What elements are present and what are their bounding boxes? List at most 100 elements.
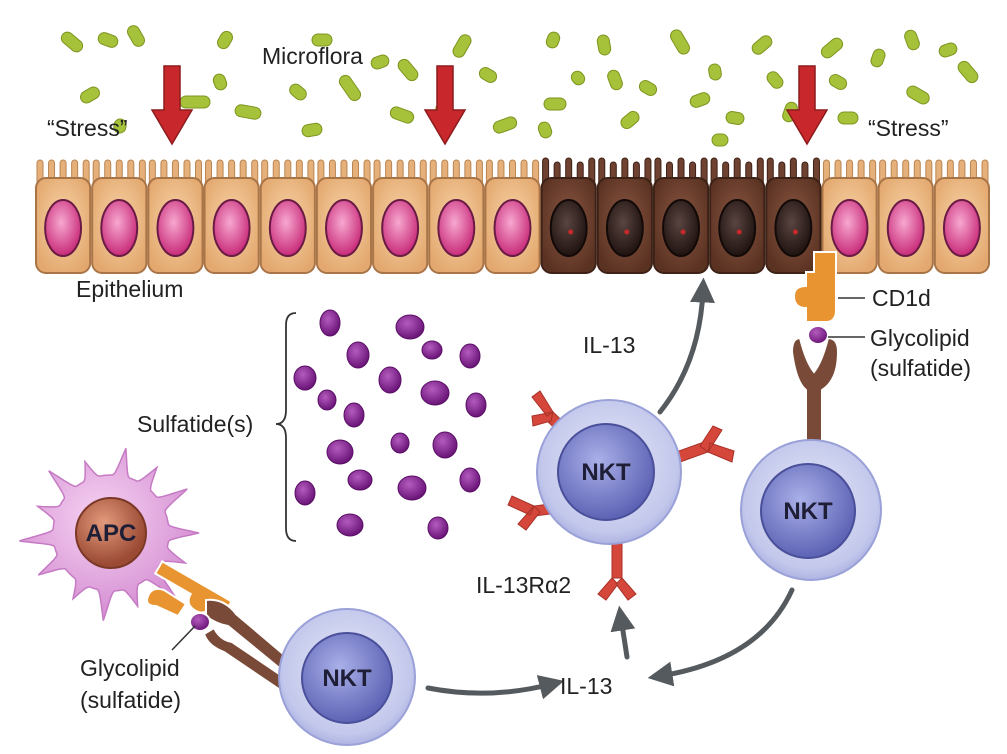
- cell-nucleus: [100, 199, 139, 257]
- bacterium: [97, 32, 119, 48]
- sulfatide-molecules: [293, 309, 487, 540]
- microflora-label: Microflora: [262, 43, 363, 69]
- bacterium: [638, 80, 658, 96]
- epithelial-cell: [259, 159, 316, 274]
- cell-nucleus: [886, 199, 925, 257]
- curved-arrow-icon: [610, 605, 636, 660]
- nkt-bottom-label: NKT: [322, 665, 372, 692]
- apc-cell: APC: [19, 448, 200, 621]
- cell-nucleus: [437, 199, 476, 257]
- epithelial-cell: [372, 159, 429, 274]
- cell-nucleus: [718, 199, 757, 257]
- sulfatide-molecule: [395, 314, 425, 340]
- sulfatide-molecule: [317, 389, 337, 411]
- il13ra2-label: IL-13Rα2: [476, 572, 571, 598]
- nkt-cell-right: NKT: [740, 439, 882, 581]
- il13-bottom-label: IL-13: [560, 673, 612, 699]
- curved-arrow-icon: [647, 587, 795, 687]
- cell-nucleus: [324, 199, 363, 257]
- sulfatide-molecule: [378, 366, 402, 394]
- epithelial-cell: [484, 159, 541, 274]
- bacterium: [389, 106, 415, 124]
- bacterium: [113, 118, 127, 134]
- sulfatide-molecule: [336, 513, 364, 537]
- bacterium: [217, 30, 233, 50]
- bacterium: [766, 71, 784, 89]
- bacterium: [212, 73, 228, 91]
- sulfatide-molecule: [319, 309, 341, 337]
- damaged-epithelial-cell: [652, 157, 710, 274]
- sulfatides-label: Sulfatide(s): [137, 411, 253, 437]
- bacterium: [370, 54, 390, 70]
- bacterium: [338, 74, 362, 102]
- bacterium: [60, 31, 84, 53]
- sulfatide-bracket: [275, 312, 297, 542]
- apc-label: APC: [86, 520, 137, 547]
- sulfatide-molecule: [346, 341, 370, 369]
- cell-nucleus: [774, 199, 813, 257]
- sulfatide-molecule: [343, 402, 365, 428]
- epithelial-cell: [147, 159, 204, 274]
- glycolipid-pointer: [171, 625, 196, 651]
- bacterium: [957, 60, 979, 84]
- bacterium: [127, 25, 145, 47]
- cell-nucleus: [605, 199, 644, 257]
- glycolipid-label-right: Glycolipid: [870, 325, 970, 351]
- bacterium: [837, 111, 859, 125]
- cd1d-label: CD1d: [872, 285, 931, 311]
- down-arrow-icon: [785, 65, 829, 146]
- flow-arrows: [425, 277, 795, 700]
- down-arrow-icon: [150, 65, 194, 146]
- bacterium: [938, 42, 958, 58]
- bacterium: [620, 110, 640, 130]
- damaged-epithelial-cell: [596, 157, 653, 274]
- cell-nucleus: [493, 199, 532, 257]
- sulfatide-label-right: (sulfatide): [870, 355, 971, 381]
- sulfatide-label-left: (sulfatide): [80, 687, 181, 713]
- cd1d-tcr-complex-right: [790, 251, 865, 459]
- epithelium-layer: [35, 157, 991, 274]
- down-arrow-icon: [423, 65, 467, 146]
- sulfatide-molecule: [347, 469, 373, 491]
- nkt-cell-center: NKT: [507, 390, 735, 601]
- bacterium: [492, 116, 518, 134]
- bacterium: [904, 29, 920, 51]
- cell-nucleus: [942, 199, 981, 257]
- cd1d-tcr-complex-left: [146, 560, 304, 696]
- glycolipid-molecule: [807, 325, 829, 345]
- glycolipid-label-left: Glycolipid: [80, 655, 180, 681]
- epithelial-cell: [91, 159, 148, 274]
- bacterium: [689, 92, 711, 108]
- sulfatide-molecule: [427, 516, 449, 540]
- bacterium: [311, 33, 333, 47]
- sulfatide-molecule: [459, 467, 481, 493]
- epithelial-cell: [877, 159, 934, 274]
- nkt-cell-bottom: NKT: [278, 608, 416, 746]
- sulfatide-molecule: [390, 432, 410, 454]
- sulfatide-molecule: [432, 431, 458, 459]
- bacterium: [670, 29, 690, 55]
- cell-nucleus: [268, 199, 307, 257]
- sulfatide-molecule: [326, 439, 354, 465]
- epithelium-label: Epithelium: [76, 276, 183, 302]
- bacterium: [596, 34, 612, 56]
- damaged-epithelial-cell: [765, 157, 822, 274]
- sulfatide-molecule: [421, 340, 443, 360]
- tcr-receptor: [790, 336, 840, 459]
- bacterium: [820, 37, 844, 59]
- bacterium: [545, 31, 561, 49]
- bacterium: [289, 83, 307, 101]
- bacterium: [234, 104, 262, 120]
- sulfatide-molecule: [459, 343, 481, 369]
- bacterium: [725, 110, 745, 126]
- il13ra2-receptor: [597, 540, 637, 601]
- cell-nucleus: [662, 199, 701, 257]
- bacterium: [870, 48, 886, 68]
- cell-nucleus: [212, 199, 251, 257]
- cd1d-molecule: [146, 587, 188, 618]
- epithelial-cell: [933, 159, 991, 274]
- sulfatide-molecule: [293, 365, 317, 391]
- cell-nucleus: [381, 199, 420, 257]
- il13-top-label: IL-13: [583, 332, 635, 358]
